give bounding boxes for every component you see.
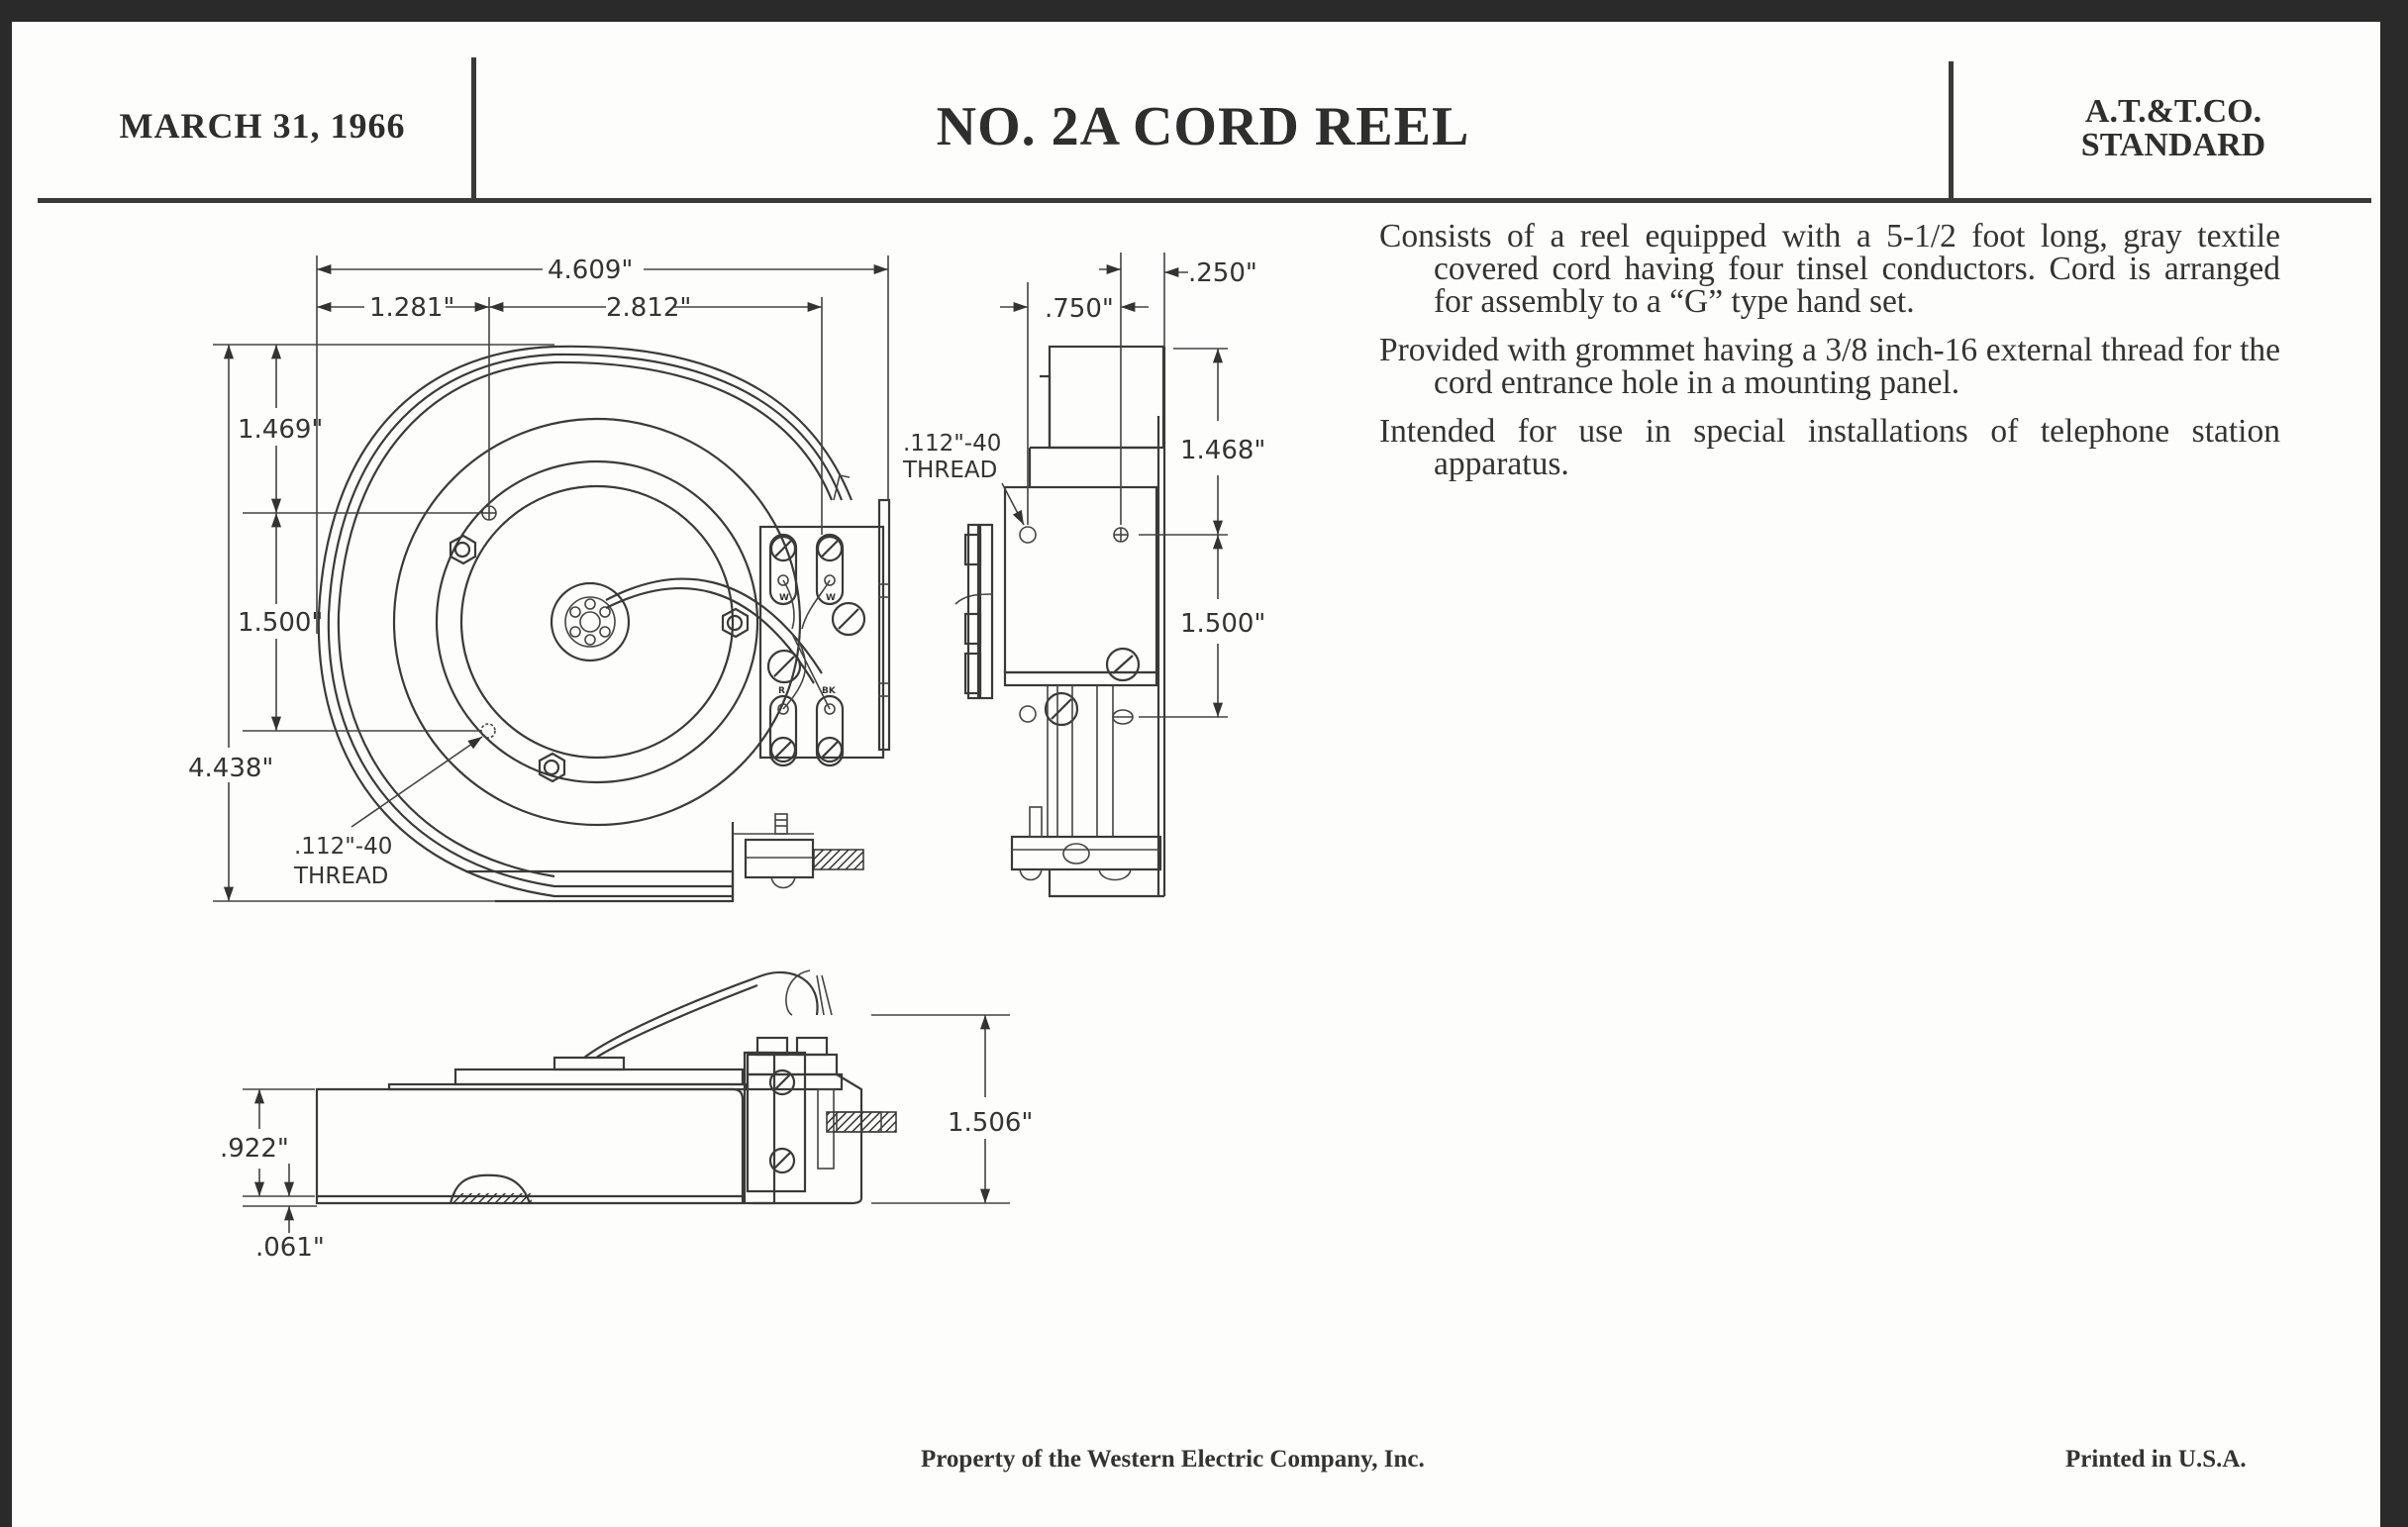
dim-left-offset: 1.281" [369,293,454,323]
threaded-hole [1113,527,1129,543]
front-view: W W R BK 4.609" 1.281" [188,255,891,903]
cord [583,970,819,1059]
reel-ring-inner [459,484,735,760]
description-paragraph: Provided with grommet having a 3/8 inch-… [1379,332,2280,401]
bottom-cutaway [449,1173,532,1204]
description-paragraph: Intended for use in special installation… [1379,413,2280,482]
thread-note: .112"-40 [903,431,1001,457]
description-paragraph: Consists of a reel equipped with a 5-1/2… [1379,218,2280,320]
footer-printed: Printed in U.S.A. [2065,1446,2247,1473]
standard-line-1: A.T.&T.CO. [2084,93,2262,130]
terminal-label: W [826,593,836,603]
reel-shell-inner-2 [337,360,834,878]
hub-holes [569,598,611,646]
threaded-hole [1019,526,1037,544]
sheet-title: NO. 2A CORD REEL [936,96,1470,157]
terminal-label: R [778,686,785,696]
dim-overall-height: 4.438" [188,754,273,783]
cord-exit [813,849,864,870]
reel-ring-mid [435,459,759,784]
dimensions-front: 4.609" 1.281" 2.812" 4.438" 1.469" 1.500… [188,255,889,902]
screw [816,535,844,562]
thread-note: THREAD [293,864,388,889]
nut [449,534,477,565]
dim-top-to-hole: 1.469" [238,415,323,445]
cord [605,577,823,684]
dim-overall-height: 1.506" [948,1108,1033,1138]
dim-body-height: .922" [220,1134,289,1164]
reel-hub [550,581,631,662]
dim-top-to-hole: 1.468" [1180,436,1265,465]
grommet [731,813,864,901]
screw [768,1147,796,1174]
dim-hole-vertical: 1.500" [238,608,323,638]
screw [769,535,797,562]
screw [766,649,802,684]
screw [769,736,797,764]
terminal-label: BK [822,686,837,696]
description: Consists of a reel equipped with a 5-1/2… [1379,220,2280,496]
nut [538,752,566,783]
header-divider-left [471,57,476,198]
terminal-label: W [779,593,789,603]
screw [816,736,844,764]
side-view: .750" .250" 1.468" 1.500" .112"-40 THREA… [902,253,1265,898]
shell-lip [833,474,851,501]
thread-note: .112"-40 [294,834,392,860]
header-divider-right [1949,61,1954,198]
standard-line-2: STANDARD [2080,127,2266,163]
screw [831,601,866,637]
dim-hole-vertical: 1.500" [1180,609,1265,639]
header-rule [38,198,2371,203]
threaded-hole-hidden [480,723,496,739]
footer-property: Property of the Western Electric Company… [921,1446,1425,1473]
screw [1105,647,1141,682]
sheet-date: MARCH 31, 1966 [119,106,406,146]
bottom-view: .922" .061" 1.506" [220,969,1033,1263]
threaded-hole [481,505,497,521]
screw [768,1069,796,1096]
dim-overall-width: 4.609" [548,255,633,285]
dim-edge: .250" [1188,258,1257,288]
nut [721,607,750,639]
screw [1044,691,1079,727]
reel-ring-outer [392,417,802,827]
reel-body [315,1087,745,1205]
dim-hole-spacing: 2.812" [606,293,691,323]
thread-note: THREAD [902,458,997,483]
spec-sheet-page [12,22,2380,1527]
reel-shell-inner [327,353,844,888]
dim-hole-offset: .750" [1045,294,1114,324]
terminal-block: W W R BK [758,498,891,767]
dim-base-offset: .061" [255,1233,325,1263]
standard-mark: A.T.&T.CO. STANDARD [2010,95,2337,162]
reel-shell-outer [317,345,853,898]
reel-hub-inner [564,596,616,648]
